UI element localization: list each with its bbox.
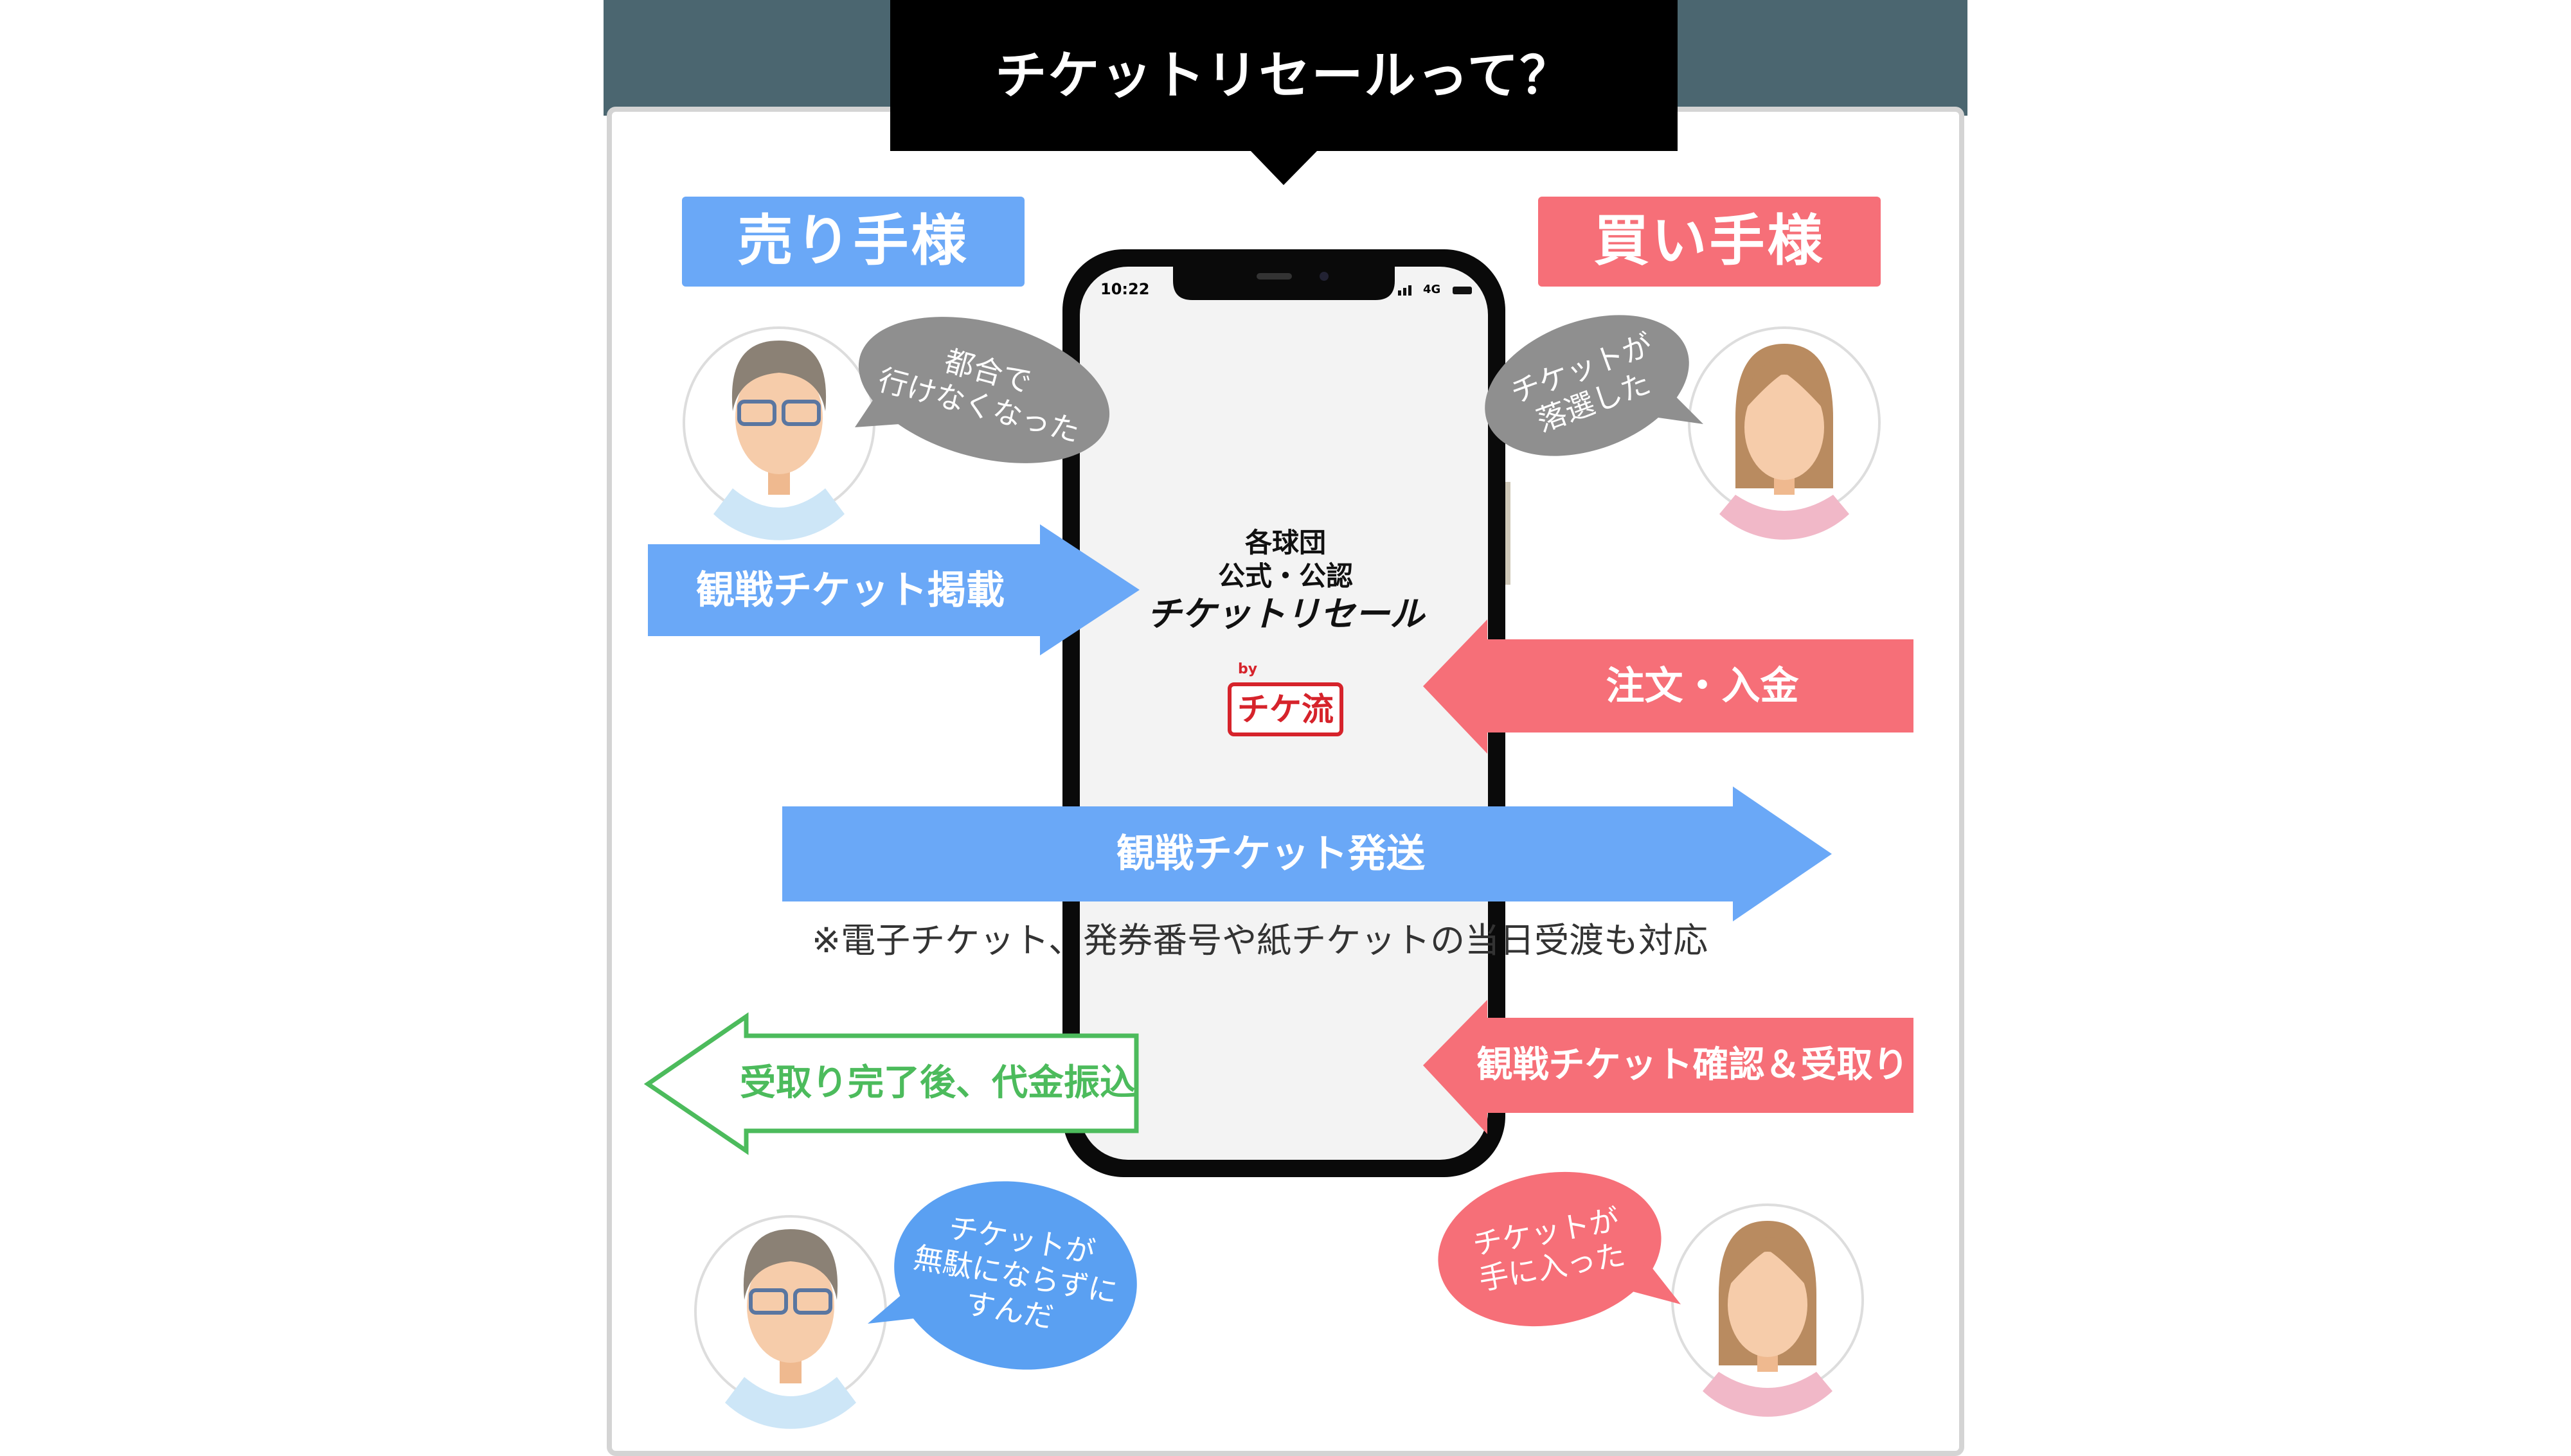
- arrow-payout-label: 受取り完了後、代金振込: [740, 1062, 1136, 1105]
- arrow-list-label: 観戦チケット掲載: [696, 567, 1005, 613]
- seller-avatar-top: [683, 326, 875, 540]
- logo-by: by: [1238, 661, 1258, 677]
- arrow-confirm-shape: [1423, 1000, 1913, 1134]
- page-title: チケットリセールって？: [890, 0, 1678, 151]
- phone-network: 4G: [1423, 283, 1441, 296]
- buyer-top-bubble: [1485, 315, 1703, 456]
- arrow-list-shape: [648, 524, 1140, 655]
- title-pointer: [1250, 150, 1318, 185]
- arrow-order-shape: [1423, 619, 1913, 754]
- phone-app-title: 各球団 公式・公認 チケットリセール: [1093, 527, 1478, 637]
- buyer-avatar-bottom: [1671, 1203, 1864, 1418]
- arrow-ship-shape: [782, 786, 1832, 921]
- buyer-label: 買い手様: [1538, 197, 1881, 287]
- arrow-payout-shape: [643, 1012, 1139, 1155]
- logo-name: チケ流: [1228, 682, 1343, 736]
- seller-label: 売り手様: [682, 197, 1025, 287]
- seller-bottom-bubble: [868, 1181, 1137, 1370]
- buyer-bottom-bubble: [1438, 1171, 1681, 1327]
- arrow-ship-label: 観戦チケット発送: [1116, 831, 1425, 876]
- buyer-avatar-top: [1688, 326, 1881, 540]
- phone-time: 10:22: [1100, 280, 1150, 298]
- seller-top-bubble: [855, 317, 1110, 463]
- support-note: ※電子チケット、発券番号や紙チケットの当日受渡も対応: [811, 920, 1708, 961]
- arrow-order-label: 注文・入金: [1606, 663, 1799, 709]
- app-line3: チケットリセール: [1147, 594, 1424, 634]
- app-line1: 各球団: [1244, 527, 1326, 558]
- app-line2: 公式・公認: [1217, 560, 1353, 592]
- arrow-confirm-label: 観戦チケット確認＆受取り: [1476, 1044, 1909, 1087]
- seller-avatar-bottom: [695, 1216, 886, 1429]
